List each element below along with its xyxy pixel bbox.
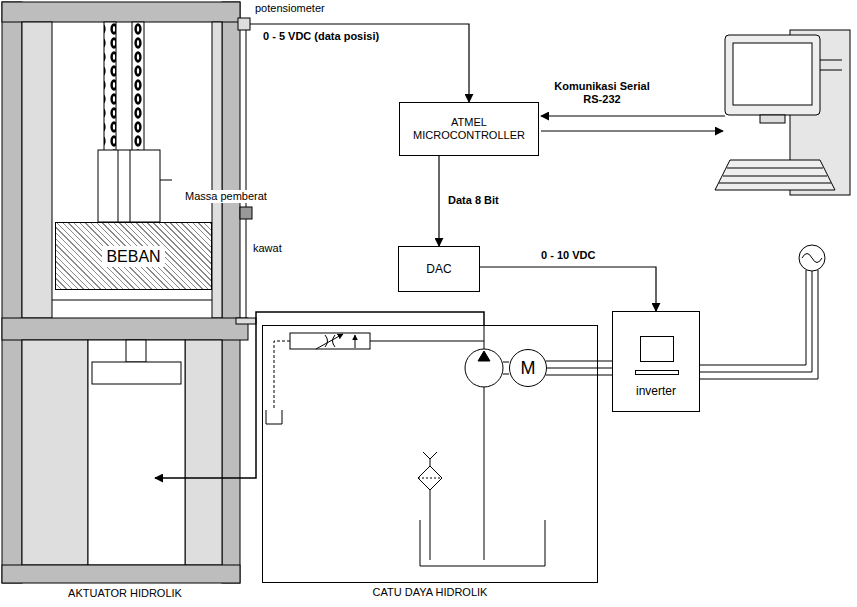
inverter-display xyxy=(640,336,674,362)
power-cable xyxy=(546,361,612,375)
node-label: ATMEL MICROCONTROLLER xyxy=(405,116,533,142)
ac-source xyxy=(700,245,825,379)
signal-label: 0 - 10 VDC xyxy=(540,249,596,262)
node-label: CATU DAYA HIDROLIK xyxy=(262,586,598,599)
signal-label: Komunikasi Serial RS-232 xyxy=(548,80,656,106)
dac-box: DAC xyxy=(398,246,480,292)
signal-label: Data 8 Bit xyxy=(447,194,500,207)
inverter-box: inverter xyxy=(612,311,700,412)
inverter-slot xyxy=(635,370,679,375)
node-label: M xyxy=(521,357,536,379)
load-block: BEBAN xyxy=(55,222,212,290)
power-unit-box: CATU DAYA HIDROLIK M xyxy=(262,325,598,601)
position-sensor xyxy=(236,18,256,324)
box-outline xyxy=(262,325,598,583)
part-label: kawat xyxy=(252,242,283,255)
node-label: BEBAN xyxy=(102,246,164,267)
actuator-frame xyxy=(2,2,248,583)
microcontroller-box: ATMEL MICROCONTROLLER xyxy=(399,102,539,156)
signal-line xyxy=(250,24,469,102)
motor-circle: M xyxy=(509,349,547,387)
serial-link xyxy=(541,116,725,131)
signal-line xyxy=(480,267,656,311)
hydraulic-line xyxy=(155,312,484,478)
actuator-assembly: AKTUATOR HIDROLIK BEBAN xyxy=(0,0,250,602)
sensor-label: potensiometer xyxy=(254,2,326,15)
part-label: Massa pemberat xyxy=(184,190,268,203)
lead-screw xyxy=(98,22,172,222)
node-label: inverter xyxy=(613,384,699,398)
node-label: DAC xyxy=(426,262,451,276)
node-label: AKTUATOR HIDROLIK xyxy=(0,587,250,600)
piston xyxy=(92,340,181,384)
signal-line xyxy=(438,156,439,246)
signal-label: 0 - 5 VDC (data posisi) xyxy=(262,30,380,43)
hydraulic-circuit xyxy=(266,325,545,566)
computer-icon xyxy=(715,30,850,195)
